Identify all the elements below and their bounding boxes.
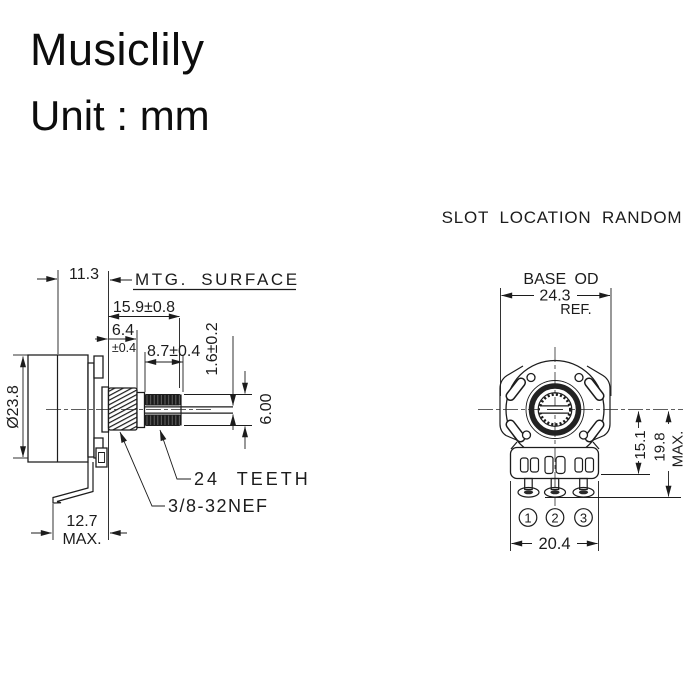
dim-slot-width: 1.6±0.2 <box>204 322 236 430</box>
terminal-pins <box>518 479 594 498</box>
brand-text: Musiclily <box>30 24 205 75</box>
pin-3-label: 3 <box>580 511 587 526</box>
dim-base-od: BASE OD 24.3 REF. <box>501 271 612 396</box>
dim-11-3-text: 11.3 <box>69 266 99 283</box>
pin-2-label: 2 <box>551 511 558 526</box>
dim-8-7-text: 8.7±0.4 <box>147 343 200 360</box>
dim-15-9-text: 15.9±0.8 <box>113 299 175 316</box>
shaft-front <box>526 381 584 439</box>
dim-12-7-text: 12.7 <box>66 513 97 530</box>
dim-knurl-length: 8.7±0.4 <box>145 343 200 392</box>
knurled-shaft <box>145 395 234 426</box>
base-od-ref: REF. <box>560 302 591 318</box>
dim-15-1-text: 15.1 <box>632 430 649 459</box>
dim-depth-max: 12.7 MAX. <box>31 504 127 548</box>
dim-center-to-base: 15.1 <box>601 411 650 475</box>
dim-12-7-max-text: MAX. <box>62 531 101 548</box>
dim-shaft-total: 15.9±0.8 <box>108 299 180 388</box>
teeth-callout: 24 TEETH <box>160 429 311 489</box>
ear-slots <box>511 374 600 440</box>
unit-label: Unit : mm <box>30 92 210 139</box>
dim-center-to-pin: 19.8 MAX. <box>545 411 687 498</box>
teeth-label: 24 TEETH <box>194 469 311 489</box>
side-view: 11.3 MTG. SURFACE 15.9±0.8 6.4 ±0.4 <box>5 266 311 548</box>
dim-body-diameter: Ø23.8 <box>5 355 28 458</box>
dim-19-8-text: 19.8 <box>652 432 669 461</box>
dim-6-4-text: 6.4 <box>112 322 134 339</box>
dim-bushing-length: 6.4 ±0.4 <box>95 322 137 390</box>
dim-19-8-max-text: MAX. <box>670 431 687 468</box>
dim-bottom-width: 20.4 <box>511 481 599 553</box>
mounting-ears <box>500 366 610 441</box>
mounting-bracket <box>53 462 93 503</box>
terminal-lugs <box>521 457 594 474</box>
thread-callout: 3/8-32NEF <box>120 431 269 516</box>
dim-1-6-text: 1.6±0.2 <box>204 322 221 375</box>
dim-20-4-text: 20.4 <box>538 535 570 553</box>
dim-23-8-text: Ø23.8 <box>5 385 22 429</box>
threaded-bushing <box>109 388 145 430</box>
thread-label: 3/8-32NEF <box>168 496 269 516</box>
dim-6-00-text: 6.00 <box>258 393 275 424</box>
dim-shaft-diameter: 6.00 <box>184 371 275 449</box>
mtg-surface-label: MTG. SURFACE <box>135 270 300 289</box>
pot-body-side <box>28 355 109 467</box>
base-od-label: BASE OD <box>523 271 598 288</box>
base-od-value: 24.3 <box>539 288 570 305</box>
front-view: SLOT LOCATION RANDOM <box>442 208 687 553</box>
mtg-surface-callout: MTG. SURFACE <box>133 270 300 290</box>
slot-note: SLOT LOCATION RANDOM <box>442 208 683 227</box>
pin-1-label: 1 <box>524 511 531 526</box>
dim-6-4-tol-text: ±0.4 <box>112 341 136 355</box>
pin-numbers: 1 2 3 <box>519 509 592 527</box>
